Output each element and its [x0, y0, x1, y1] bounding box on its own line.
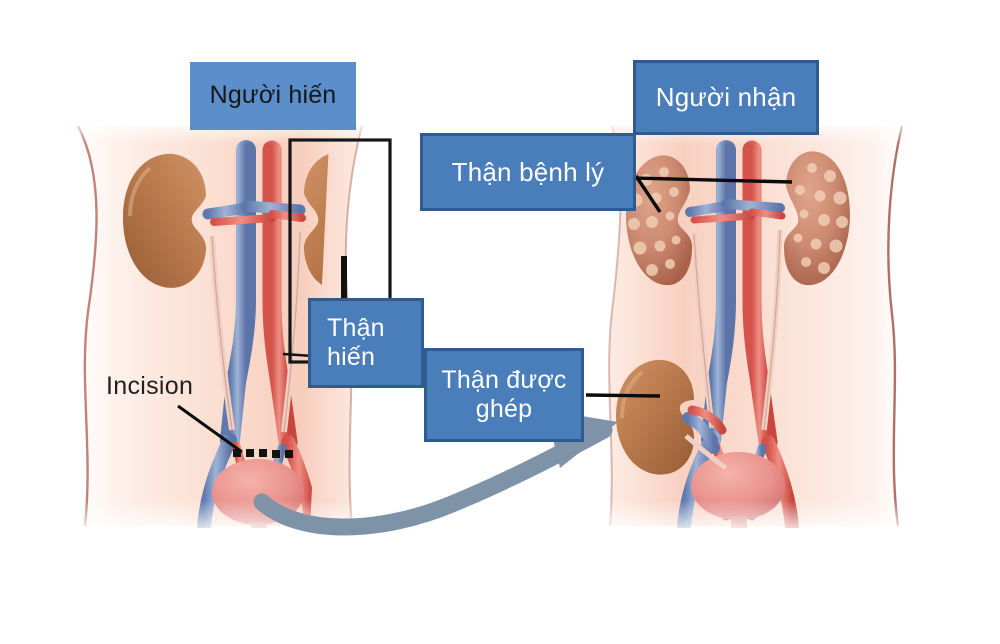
annotation-lines [177, 138, 793, 454]
recipient-diseased-kidney-right [783, 151, 850, 286]
incision-leader [177, 404, 243, 454]
transplanted-kidney [616, 359, 728, 475]
label-recipient: Người nhận [633, 60, 819, 135]
label-incision: Incision [106, 372, 194, 400]
label-transplanted-kidney: Thận được ghép [424, 348, 584, 442]
donor-kidney-left [122, 153, 207, 288]
transplanted-kidney-leader [585, 393, 661, 398]
label-donor: Người hiến [190, 62, 356, 130]
diseased-kidney-leader-2 [634, 175, 662, 213]
incision-dots [233, 449, 293, 458]
diseased-kidney-leader [633, 176, 793, 184]
label-diseased-kidney: Thận bệnh lý [420, 133, 636, 211]
label-donated-kidney: Thận hiến [308, 298, 424, 388]
